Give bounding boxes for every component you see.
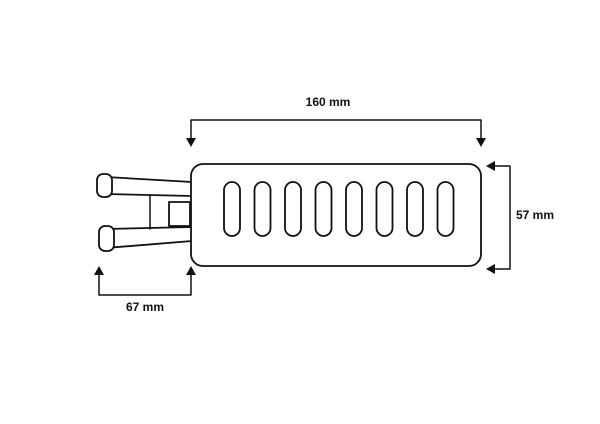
upper-pipe [96, 173, 193, 198]
width-arrow-left-icon [186, 138, 196, 147]
pipe-fitting [149, 195, 191, 230]
width-dimension-line [190, 119, 482, 142]
pipe-length-dimension: 67 mm [94, 266, 196, 314]
core-slot [375, 181, 394, 237]
core-slots [223, 181, 455, 237]
core-slot [406, 181, 424, 237]
height-dimension-line [491, 165, 511, 270]
core-slot [345, 181, 363, 237]
width-dimension: 160 mm [186, 95, 486, 147]
pipe-fitting-block [168, 201, 191, 227]
lower-pipe [98, 225, 193, 252]
height-arrow-bottom-icon [486, 264, 495, 274]
core-slot [223, 181, 241, 237]
height-arrow-top-icon [486, 161, 495, 171]
upper-pipe-end [96, 173, 113, 198]
core-slot [284, 181, 302, 237]
pipe-length-dimension-line [98, 271, 192, 296]
upper-pipe-tube [105, 176, 193, 197]
height-dimension: 57 mm [486, 161, 554, 274]
core-slot [253, 181, 272, 237]
width-label: 160 mm [306, 95, 351, 109]
pipe-length-label: 67 mm [126, 300, 164, 314]
lower-pipe-tube [105, 226, 193, 249]
pipe-arrow-right-icon [186, 266, 196, 275]
core-slot [314, 181, 333, 237]
height-label: 57 mm [516, 208, 554, 222]
lower-pipe-end [98, 225, 115, 252]
pipe-arrow-left-icon [94, 266, 104, 275]
width-arrow-right-icon [476, 138, 486, 147]
core-slot [436, 181, 455, 237]
